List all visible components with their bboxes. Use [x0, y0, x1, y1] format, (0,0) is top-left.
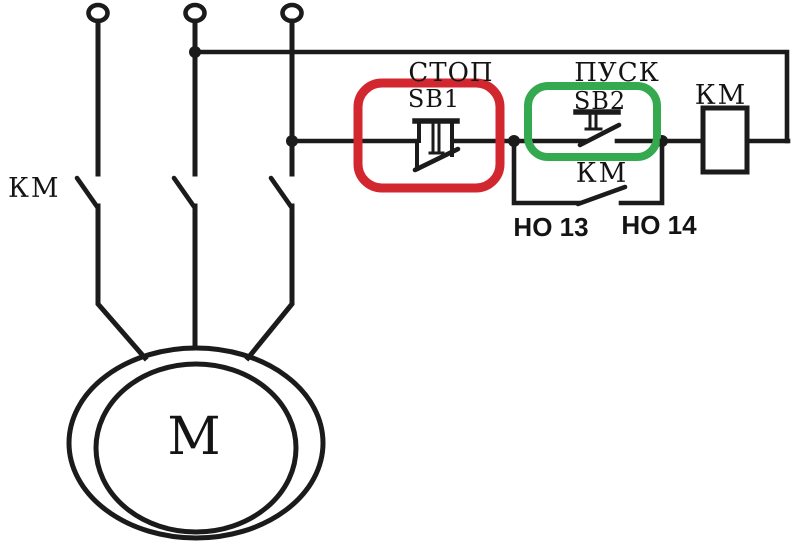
aux-contact-blade [575, 184, 628, 207]
junction-dot-feed [189, 46, 201, 58]
aux-terminal-14-label: НО 14 [621, 210, 697, 240]
aux-branch-left-wire [511, 138, 581, 206]
start-button-name: ПУСК [574, 58, 659, 88]
junction-dot-phase3 [286, 135, 298, 147]
km-main-contact-1 [74, 175, 101, 211]
km-main-contact-2 [171, 175, 198, 211]
km-aux-contact-label: КМ [576, 158, 629, 189]
control-feed-top-wire [192, 49, 790, 144]
stop-actuator-stem [428, 119, 445, 155]
stop-button-ref: SB1 [408, 85, 460, 113]
motor-circle-outer [66, 345, 326, 541]
km-coil [700, 105, 750, 175]
stop-highlight-box [353, 78, 505, 193]
stop-contact-blade [412, 146, 461, 173]
phase-wire-3-lower [244, 203, 295, 362]
km-coil-label: КМ [695, 80, 748, 111]
km-main-contact-3 [268, 175, 295, 211]
phase-wire-1-lower [95, 203, 149, 362]
start-actuator-stem [584, 110, 603, 131]
stop-button-symbol [412, 118, 461, 173]
km-power-contacts-label: КМ [8, 173, 61, 204]
motor-label: M [167, 407, 220, 467]
start-contact-blade [577, 122, 622, 148]
start-highlight-box [524, 82, 661, 161]
stop-button-name: СТОП [408, 58, 493, 88]
aux-terminal-13-label: НО 13 [513, 212, 588, 242]
start-button-symbol [573, 109, 622, 148]
start-button-ref: SB2 [574, 87, 626, 115]
motor-circle-inner [93, 361, 299, 535]
aux-branch-right-wire [618, 138, 665, 206]
aux-contact-branch [511, 138, 665, 207]
